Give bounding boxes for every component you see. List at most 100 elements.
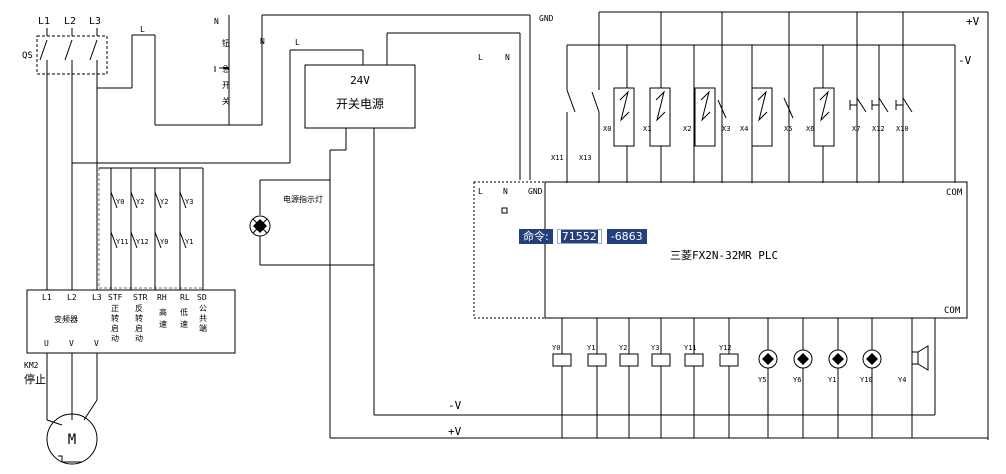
vfd-term-u: U: [44, 339, 49, 348]
vfd-term-str: STR: [133, 293, 148, 302]
sensor-x6: [813, 45, 835, 183]
indicator-label: 电源指示灯: [283, 194, 323, 204]
plc-com-top: COM: [946, 188, 963, 198]
contact-label-bottom-2: Y12: [136, 238, 149, 246]
input-label-x3: X3: [722, 125, 730, 133]
input-label-x13: X13: [579, 154, 592, 162]
coil-y1: Y1: [587, 318, 607, 438]
lamp-label-y1: Y1: [828, 376, 836, 384]
stf-desc-3: 启: [111, 323, 119, 333]
lamp-y1: Y1: [828, 318, 848, 438]
input-label-x1: X1: [643, 125, 651, 133]
command-label: 命令:: [519, 229, 553, 244]
estop-char-3: 开: [222, 81, 230, 90]
sd-desc-2: 共: [199, 314, 207, 323]
line-l-mark: L: [140, 25, 145, 34]
stf-desc-1: 正: [111, 304, 119, 313]
input-label-x4: X4: [740, 125, 748, 133]
stf-desc-2: 转: [111, 313, 119, 323]
input-label-x11: X11: [551, 154, 564, 162]
buzzer-y4: Y4: [898, 318, 929, 438]
estop-char-2: 急: [222, 64, 230, 74]
power-indicator-lamp: 电源指示灯: [249, 179, 374, 266]
rh-desc-1: 高: [159, 307, 167, 317]
lamp-label-y5: Y5: [758, 376, 766, 384]
input-label-x5: X5: [784, 125, 792, 133]
contact-label-top-3: Y2: [160, 198, 168, 206]
coil-label-y11: Y11: [684, 344, 697, 352]
psu-name: 开关电源: [336, 97, 384, 111]
sensor-x0: [613, 45, 635, 183]
coordinate-x-input[interactable]: 71552: [556, 229, 602, 244]
km2-label: KM2: [24, 361, 39, 370]
coil-y3: Y3: [651, 318, 671, 438]
input-label-x0: X0: [603, 125, 611, 133]
plus-v-bottom: +V: [448, 425, 462, 438]
pushbutton-x10: [895, 12, 913, 183]
plc-input-rails: +V -V -V +V: [330, 11, 989, 440]
switching-power-supply: 24V 开关电源: [304, 64, 416, 438]
line-n-mark: N: [214, 17, 219, 26]
vfd-term-stf: STF: [108, 293, 123, 302]
plc-com-bottom: COM: [944, 306, 961, 316]
contact-label-bottom-4: Y1: [185, 238, 193, 246]
vfd-term-rh: RH: [157, 293, 167, 302]
coil-label-y2: Y2: [619, 344, 627, 352]
sensor-x4: [751, 45, 773, 183]
vfd-name: 变频器: [54, 314, 78, 324]
str-desc-3: 启: [135, 323, 143, 333]
psu-voltage: 24V: [350, 74, 370, 87]
plc-term-n: N: [503, 187, 508, 196]
sd-desc-1: 公: [199, 304, 207, 313]
str-desc-4: 动: [135, 333, 143, 343]
lamp-y6: Y6: [793, 318, 813, 438]
coil-label-y0: Y0: [552, 344, 560, 352]
pushbutton-x7: [849, 12, 867, 183]
rh-desc-2: 速: [159, 320, 167, 329]
sensor-x1: [649, 12, 671, 183]
buzzer-label: Y4: [898, 376, 906, 384]
phase-label-l2: L2: [64, 16, 76, 27]
line-l-mark-2: L: [295, 38, 300, 47]
estop-char-1: 钮: [222, 38, 230, 48]
vfd-term-v: V: [69, 339, 74, 348]
str-desc-1: 反: [135, 303, 143, 313]
input-label-x7: X7: [852, 125, 860, 133]
coil-y12: Y12: [719, 318, 739, 438]
contact-label-top-1: Y0: [116, 198, 124, 206]
str-desc-2: 转: [135, 313, 143, 323]
vfd-term-l2: L2: [67, 293, 77, 302]
coordinate-y-input[interactable]: -6863: [606, 229, 647, 244]
coil-label-y3: Y3: [651, 344, 659, 352]
contact-label-top-4: Y3: [185, 198, 193, 206]
plc-term-gnd: GND: [528, 187, 543, 196]
lamp-label-y10: Y10: [860, 376, 873, 384]
rl-desc-1: 低: [180, 307, 188, 317]
line-l-mark-3: L: [478, 53, 483, 62]
input-label-x6: X6: [806, 125, 814, 133]
plc-unit: L N GND COM COM 三菱FX2N-32MR PLC: [473, 181, 968, 319]
vfd-term-sd: SD: [197, 293, 207, 302]
breaker-label: QS: [22, 51, 33, 61]
lamp-label-y6: Y6: [793, 376, 801, 384]
coordinate-x-value: 71552: [560, 230, 598, 243]
lamp-y10: Y10: [860, 318, 882, 438]
pushbutton-x12: [871, 45, 889, 183]
vfd-term-rl: RL: [180, 293, 190, 302]
sensor-x2: [693, 45, 716, 183]
input-label-x2: X2: [683, 125, 691, 133]
plc-input-devices: X11 X13: [551, 12, 913, 183]
line-n-mark-3: N: [505, 53, 510, 62]
command-line-prompt[interactable]: 命令: 71552 -6863: [519, 229, 647, 244]
coil-y2: Y2: [619, 318, 639, 438]
three-phase-supply: L1 L2 L3 QS: [22, 16, 108, 290]
vfd-unit: L1 L2 L3 STF STR RH RL SD 变频器 正 转 启 动 反 …: [24, 289, 236, 426]
coil-y0: Y0: [552, 318, 572, 438]
estop-char-4: 关: [222, 96, 230, 106]
minus-v-top: -V: [958, 54, 972, 67]
vfd-term-l1: L1: [42, 293, 52, 302]
coil-label-y12: Y12: [719, 344, 732, 352]
line-n-mark-2: N: [260, 37, 265, 46]
lamp-y5: Y5: [758, 318, 778, 438]
